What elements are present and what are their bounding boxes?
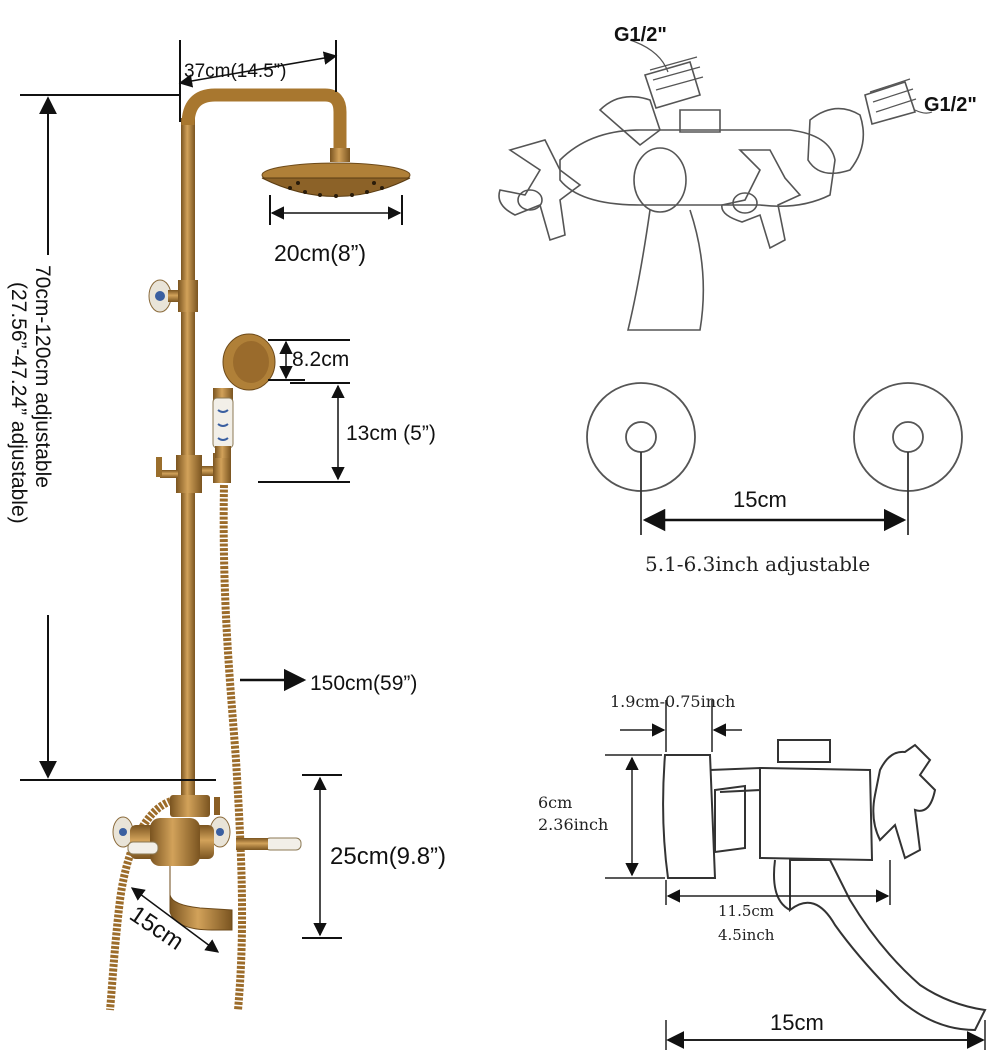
hand-shower — [212, 333, 276, 458]
plate-thickness-label: 1.9cm-0.75inch — [610, 692, 735, 711]
shower-dimensions — [20, 40, 403, 953]
height-cm-label: 6cm — [538, 793, 572, 812]
plate-adjustable-label: 5.1-6.3inch adjustable — [645, 552, 870, 576]
valve-sketch — [498, 39, 933, 331]
shower-hose — [219, 484, 247, 1011]
hose-length-label: 150cm(59”) — [310, 672, 417, 695]
head-diameter-label: 20cm(8”) — [274, 240, 366, 266]
wall-plates-sketch — [586, 382, 963, 535]
handshower-handle-label: 13cm (5”) — [346, 422, 436, 445]
depth-cm-label: 11.5cm — [718, 902, 774, 920]
side-view-dimensions — [605, 700, 986, 1050]
slide-holder — [156, 453, 231, 493]
side-view-sketch — [662, 739, 987, 1032]
wall-bracket — [148, 279, 198, 313]
depth-inch-label: 4.5inch — [718, 926, 775, 944]
handshower-head-label: 8.2cm — [292, 348, 349, 371]
height-range-inch-label: (27.56”-47.24” adjustable) — [7, 282, 30, 524]
rain-shower-head — [261, 148, 411, 198]
spout-reach-label: 15cm — [770, 1010, 824, 1035]
inlet-left-label: G1/2" — [614, 24, 667, 46]
height-inch-label: 2.36inch — [538, 815, 608, 834]
mixer-height-label: 25cm(9.8”) — [330, 843, 446, 870]
height-range-label: 70cm-120cm adjustable — [31, 265, 54, 488]
top-width-label: 37cm(14.5”) — [184, 61, 286, 82]
inlet-right-label: G1/2" — [924, 94, 977, 116]
shower-hose-lower — [106, 796, 177, 1011]
shower-system-illustration — [106, 88, 411, 1011]
plate-center-distance-label: 15cm — [733, 487, 787, 512]
